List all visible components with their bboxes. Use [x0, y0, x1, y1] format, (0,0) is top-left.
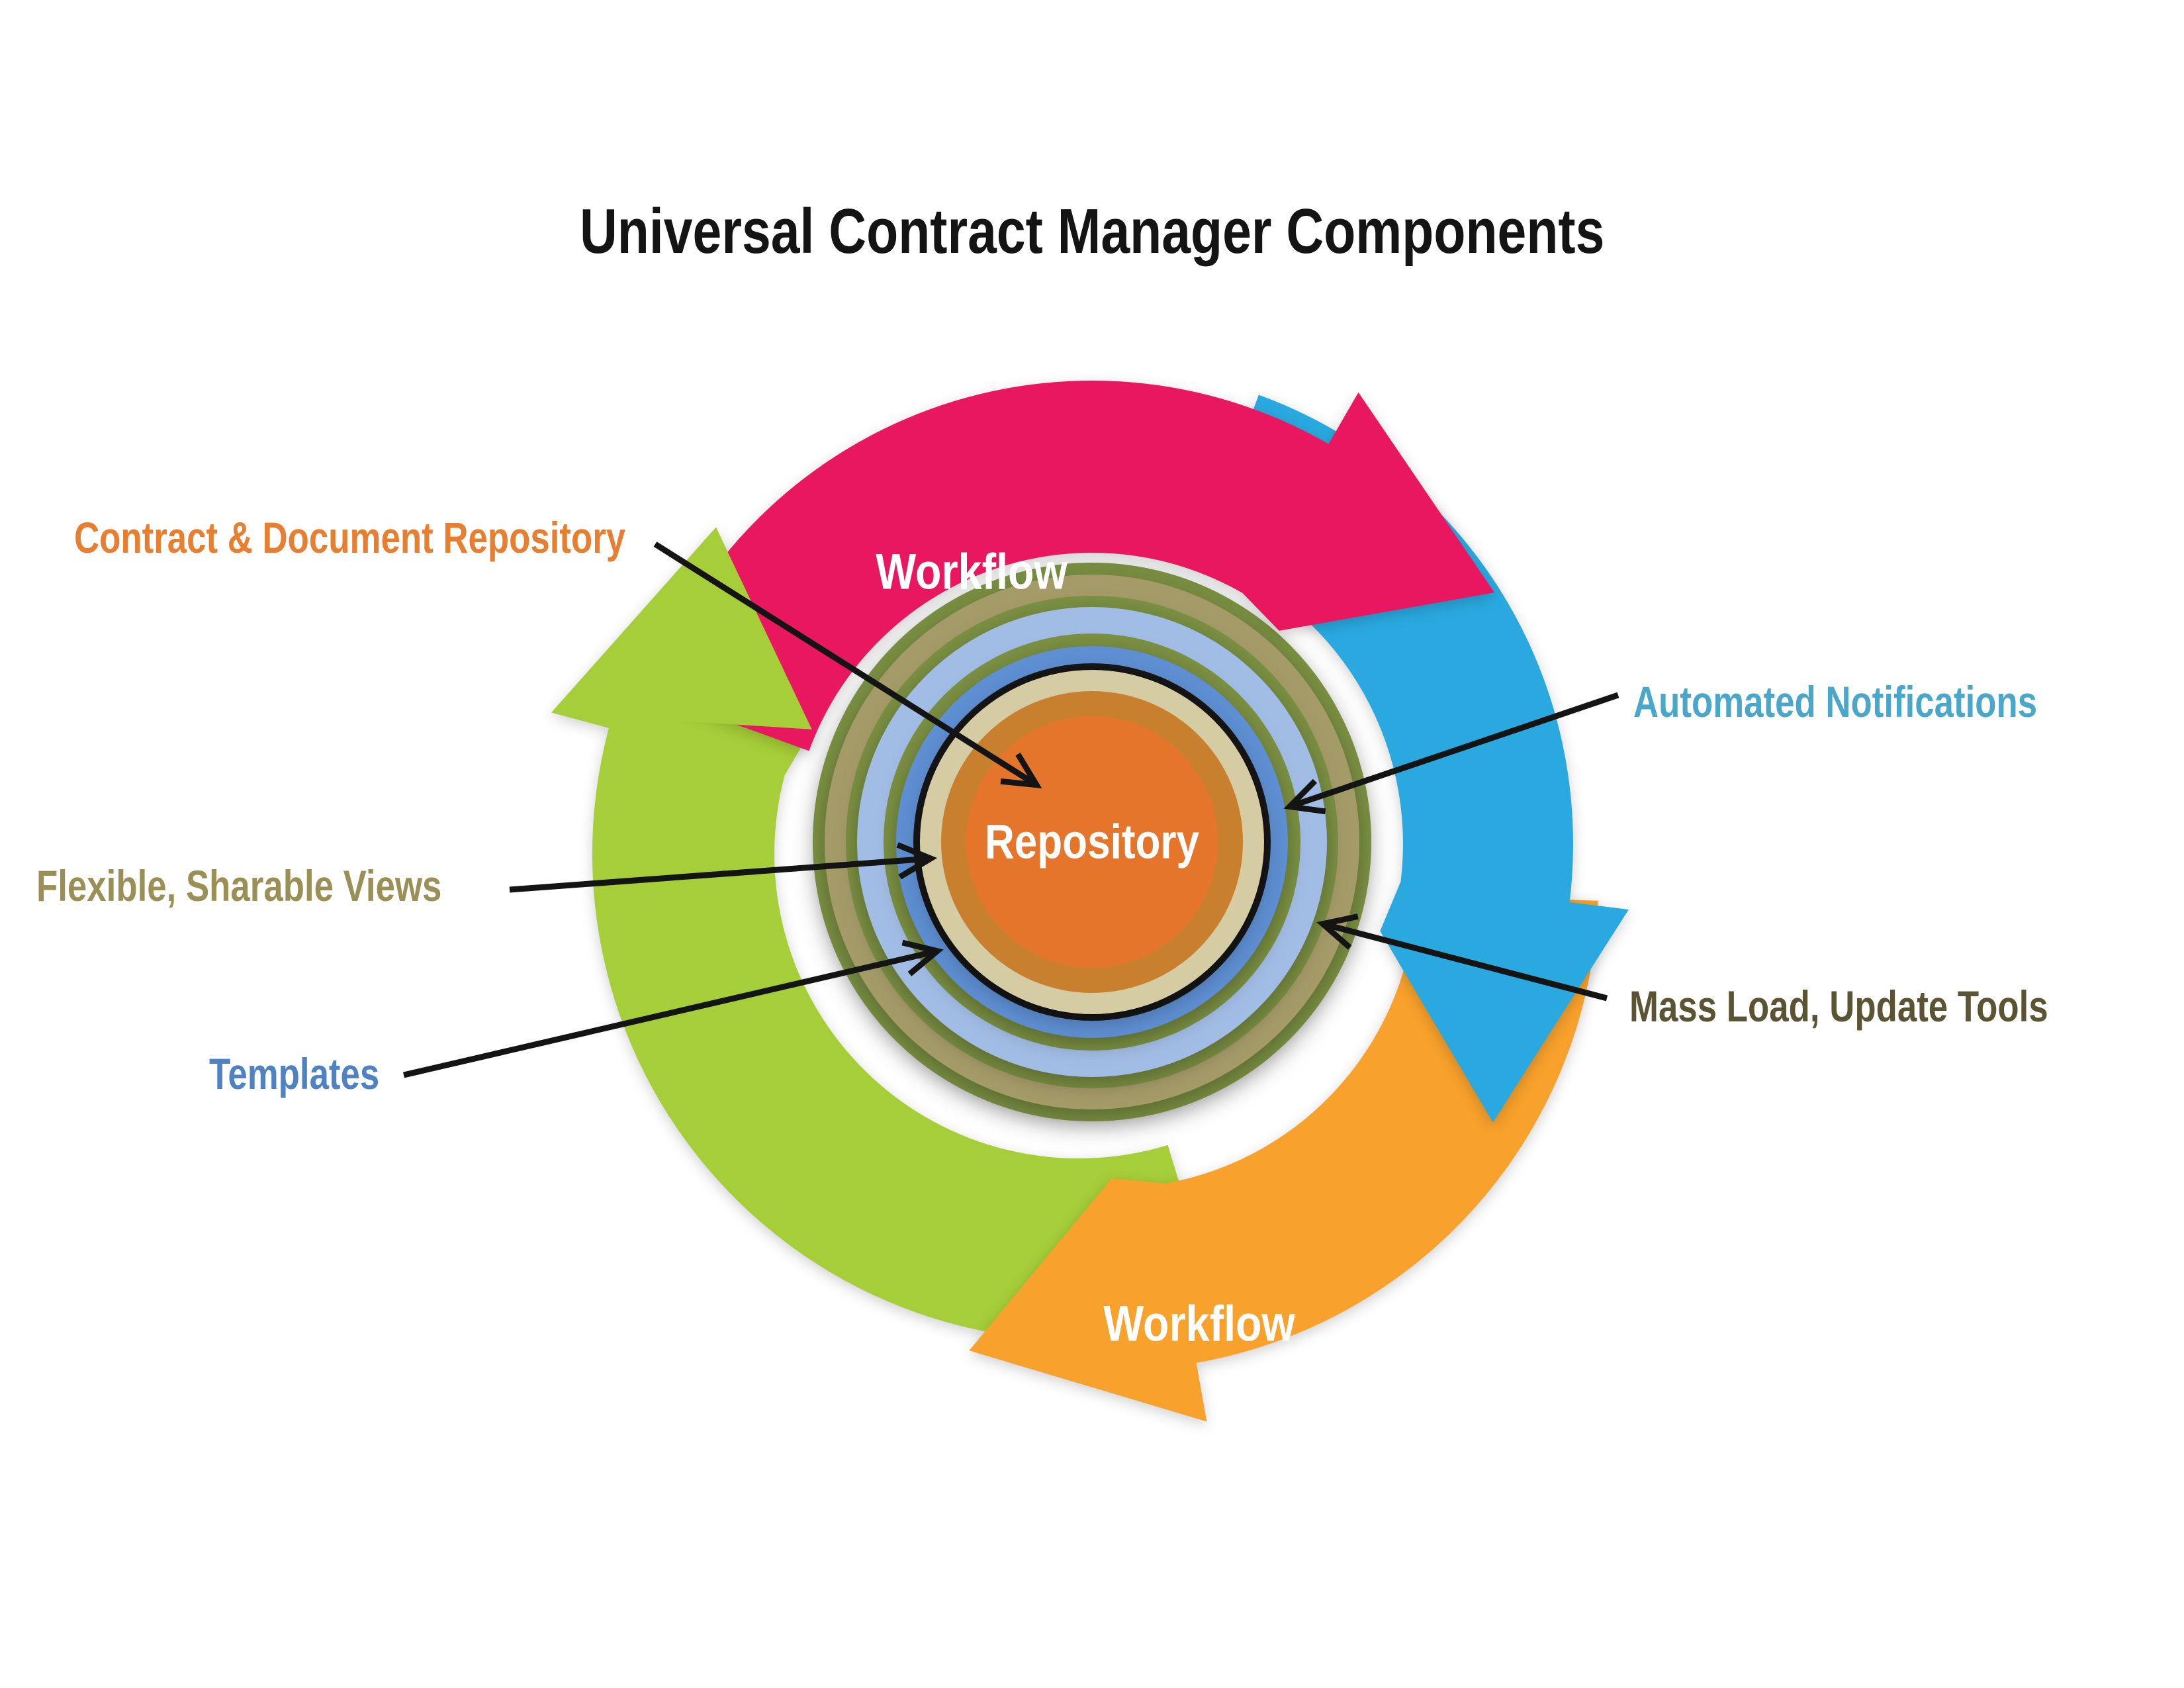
callout-templates: Templates — [209, 1049, 380, 1098]
arrow-left-cycle — [551, 527, 1221, 1341]
callout-mass-load-update-tools: Mass Load, Update Tools — [1629, 982, 2048, 1031]
callout-line-automated-notifications — [1283, 692, 1619, 815]
page-title: Universal Contract Manager Components — [579, 196, 1605, 267]
callout-line-contract-document-repository — [653, 541, 1042, 788]
arrow-left-cycle-head — [551, 527, 812, 729]
workflow-top-label: Workflow — [876, 543, 1068, 600]
callout-contract-document-repository: Contract & Document Repository — [74, 513, 626, 562]
callout-automated-notifications: Automated Notifications — [1633, 677, 2038, 726]
callout-line-templates — [402, 939, 944, 1078]
arrow-top-workflow — [647, 381, 1494, 751]
callout-line-flexible-sharable-views — [509, 842, 938, 893]
callout-flexible-sharable-views: Flexible, Sharable Views — [36, 861, 442, 910]
callout-line-mass-load-update-tools — [1316, 914, 1608, 1002]
repository-label: Repository — [984, 815, 1200, 869]
workflow-bottom-label: Workflow — [1103, 1295, 1295, 1352]
